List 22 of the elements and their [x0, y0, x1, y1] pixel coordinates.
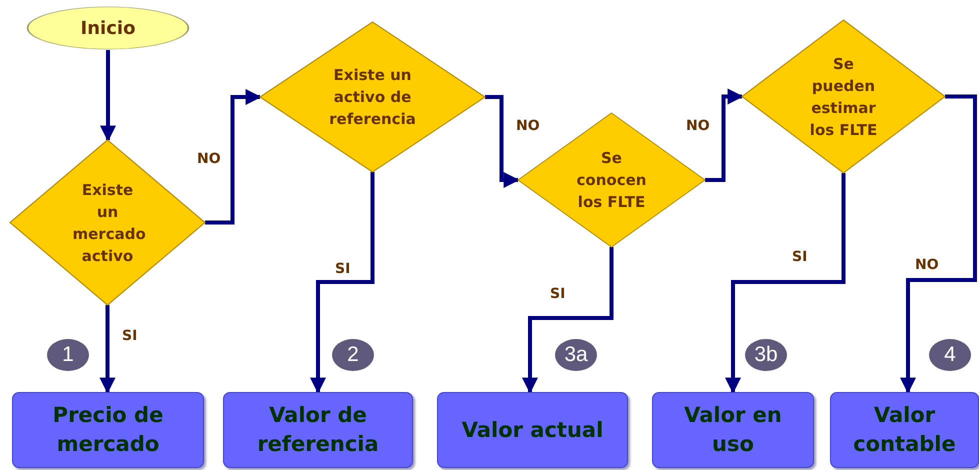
connector-arrow — [522, 247, 614, 394]
connector-arrow — [100, 305, 116, 394]
start-ellipse: Inicio — [26, 6, 190, 50]
decision-diamond: Existe un activo de referencia — [260, 22, 485, 172]
connector-arrow — [485, 95, 520, 188]
connector-arrow — [705, 88, 744, 182]
connector-arrow — [900, 94, 977, 394]
connector-arrow — [100, 50, 116, 142]
step-number-badge: 2 — [332, 339, 374, 371]
result-box: Valor contable — [830, 392, 979, 468]
result-box: Valor en uso — [652, 392, 814, 468]
result-box: Precio de mercado — [12, 392, 204, 468]
connector-arrow — [310, 172, 374, 394]
step-number-badge: 3b — [745, 339, 787, 371]
step-number-badge: 1 — [47, 339, 89, 371]
step-number-badge: 3a — [555, 339, 597, 371]
result-box: Valor de referencia — [223, 392, 413, 468]
decision-diamond: Se pueden estimar los FLTE — [742, 20, 945, 173]
result-box: Valor actual — [437, 392, 628, 468]
step-number-badge: 4 — [929, 339, 971, 371]
connector-arrow — [725, 173, 846, 394]
connector-arrow — [205, 89, 262, 224]
